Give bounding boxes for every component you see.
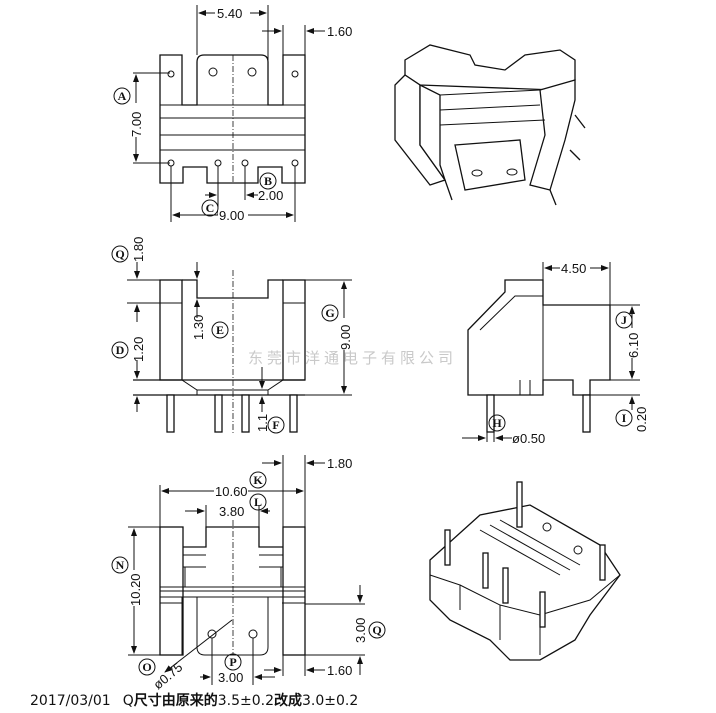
- isometric-view-bottom: [429, 481, 621, 661]
- callout-labels: A B C Q E D G F J I H K L N Q O P: [111, 87, 633, 676]
- svg-text:I: I: [622, 411, 627, 425]
- svg-text:N: N: [116, 558, 125, 572]
- watermark: 东莞市洋通电子有限公司: [248, 349, 457, 367]
- label-d: D: [111, 341, 129, 359]
- svg-text:P: P: [229, 655, 236, 669]
- dim-1-80-front: 1.80: [131, 237, 146, 262]
- svg-text:Q: Q: [372, 623, 381, 637]
- label-e: E: [211, 321, 229, 339]
- dim-5-40: 5.40: [217, 6, 242, 21]
- dim-0-20: 0.20: [634, 407, 649, 432]
- dim-1-20: 1.20: [131, 337, 146, 362]
- label-c: C: [201, 199, 219, 217]
- svg-text:K: K: [253, 473, 263, 487]
- svg-text:F: F: [272, 418, 279, 432]
- label-h: H: [488, 414, 506, 432]
- dim-3-00-pitch: 3.00: [218, 670, 243, 685]
- dim-9-00-top: 9.00: [219, 208, 244, 223]
- svg-text:J: J: [621, 313, 627, 327]
- dim-pin-dia: ø0.50: [512, 431, 545, 446]
- label-k: K: [249, 471, 267, 489]
- dim-1-60-top: 1.60: [327, 24, 352, 39]
- dim-9-00-front: 9.00: [338, 325, 353, 350]
- label-a: A: [113, 87, 131, 105]
- label-o: O: [138, 658, 156, 676]
- dim-10-60: 10.60: [215, 484, 248, 499]
- side-view: 4.50 6.10 0.20 ø0.50: [462, 260, 649, 446]
- svg-text:H: H: [492, 416, 502, 430]
- svg-text:D: D: [116, 343, 125, 357]
- dim-3-80: 3.80: [219, 504, 244, 519]
- svg-text:A: A: [118, 89, 127, 103]
- svg-text:E: E: [216, 323, 224, 337]
- svg-text:G: G: [325, 306, 334, 320]
- svg-text:B: B: [264, 174, 272, 188]
- bottom-view: 1.80 10.60 3.80 10.20 3.00 ø0.75 3.00 1.…: [127, 455, 368, 692]
- svg-text:C: C: [206, 201, 215, 215]
- label-q-front: Q: [111, 245, 129, 263]
- dim-7-00: 7.00: [129, 112, 144, 137]
- label-i: I: [615, 409, 633, 427]
- label-l: L: [249, 493, 267, 511]
- label-q-bottom: Q: [368, 621, 386, 639]
- dim-10-20: 10.20: [128, 573, 143, 606]
- isometric-view-top: [394, 44, 586, 206]
- dim-1-30: 1.30: [191, 315, 206, 340]
- svg-text:L: L: [254, 495, 262, 509]
- top-view: 5.40 1.60 7.00 2.00 9.00: [128, 5, 352, 223]
- dim-hole-dia: ø0.75: [150, 659, 185, 692]
- label-b: B: [259, 172, 277, 190]
- dim-4-50: 4.50: [561, 261, 586, 276]
- dim-3-00-q: 3.00: [353, 618, 368, 643]
- svg-text:O: O: [142, 660, 151, 674]
- front-view: 1.80 1.30 1.20 1.1 9.00: [127, 237, 353, 435]
- label-n: N: [111, 556, 129, 574]
- label-j: J: [615, 311, 633, 329]
- dim-1-1: 1.1: [255, 414, 270, 432]
- dim-1-80-bottom: 1.80: [327, 456, 352, 471]
- dim-1-60-bottom: 1.60: [327, 663, 352, 678]
- label-f: F: [267, 416, 285, 434]
- dim-2-00: 2.00: [258, 188, 283, 203]
- svg-text:Q: Q: [115, 247, 124, 261]
- label-g: G: [321, 304, 339, 322]
- label-p: P: [224, 653, 242, 671]
- dim-6-10: 6.10: [626, 333, 641, 358]
